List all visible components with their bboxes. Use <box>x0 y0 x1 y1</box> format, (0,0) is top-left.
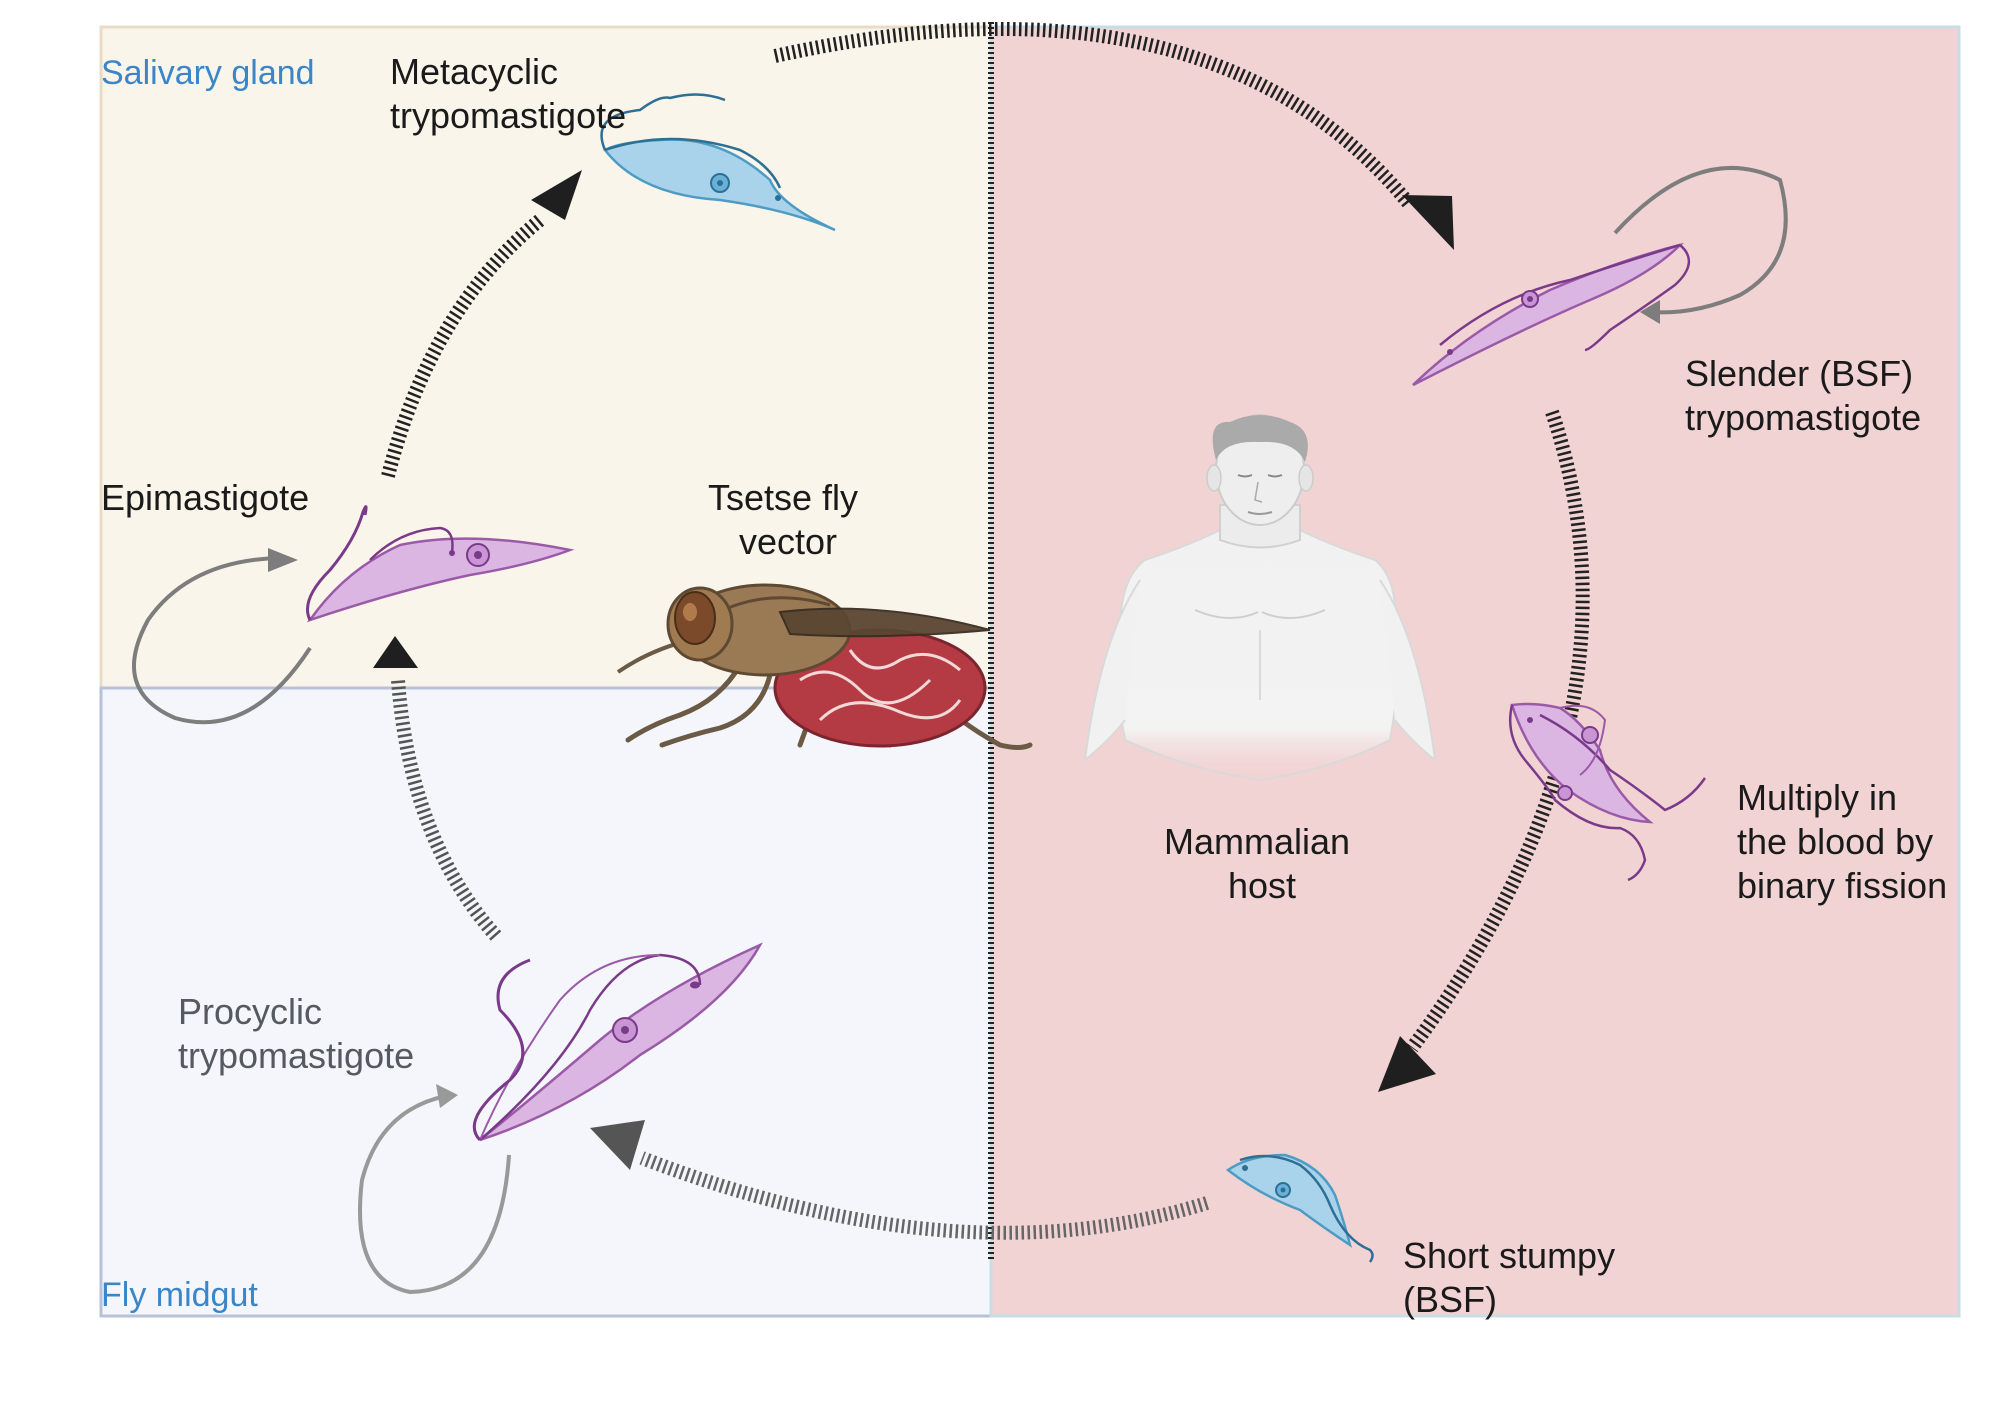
arrowhead-slender <box>1402 195 1454 250</box>
multiply-label: Multiply in the blood by binary fission <box>1737 777 1947 906</box>
metacyclic-parasite-icon <box>600 93 836 232</box>
human-torso-icon <box>1083 414 1437 782</box>
binary-fission-parasite-icon <box>1508 702 1707 882</box>
epimastigote-label: Epimastigote <box>101 477 309 518</box>
arrow-metacyclic-to-slender <box>773 22 1416 210</box>
slender-parasite-icon <box>1412 242 1690 387</box>
arrow-epimastigote-to-metacyclic <box>381 214 545 478</box>
mammalian-host-label: Mammalian host <box>1164 821 1360 906</box>
slender-label: Slender (BSF) trypomastigote <box>1685 353 1923 438</box>
self-loops <box>132 166 1788 1295</box>
procyclic-parasite-icon <box>472 942 763 1142</box>
fly-midgut-region <box>99 686 993 1318</box>
tsetse-fly-icon <box>616 583 1033 750</box>
arrowhead-epimastigote <box>373 636 418 668</box>
loop-slender-head <box>1640 300 1660 324</box>
short-stumpy-parasite-icon <box>1225 1153 1374 1263</box>
loop-epimastigote-head <box>268 548 298 572</box>
procyclic-label: Procyclic trypomastigote <box>178 991 414 1076</box>
arrowhead-metacyclic <box>531 170 582 220</box>
loop-procyclic-head <box>436 1084 458 1108</box>
arrow-stumpy-to-procyclic <box>639 1151 1210 1240</box>
arrowhead-stumpy <box>1378 1036 1436 1092</box>
short-stumpy-label: Short stumpy (BSF) <box>1403 1235 1625 1320</box>
metacyclic-label: Metacyclic trypomastigote <box>390 51 626 136</box>
loop-epimastigote <box>132 556 312 725</box>
loop-slender <box>1613 166 1788 315</box>
fly-midgut-label: Fly midgut <box>101 1276 258 1314</box>
epimastigote-parasite-icon <box>306 505 575 623</box>
salivary-gland-region <box>99 25 993 690</box>
salivary-gland-label: Salivary gland <box>101 54 315 92</box>
arrowhead-procyclic <box>590 1120 645 1170</box>
loop-procyclic <box>358 1094 511 1295</box>
arrow-slender-to-stumpy <box>1406 409 1590 1053</box>
tsetse-fly-label: Tsetse fly vector <box>708 477 868 562</box>
cycle-arrows <box>381 22 1590 1240</box>
